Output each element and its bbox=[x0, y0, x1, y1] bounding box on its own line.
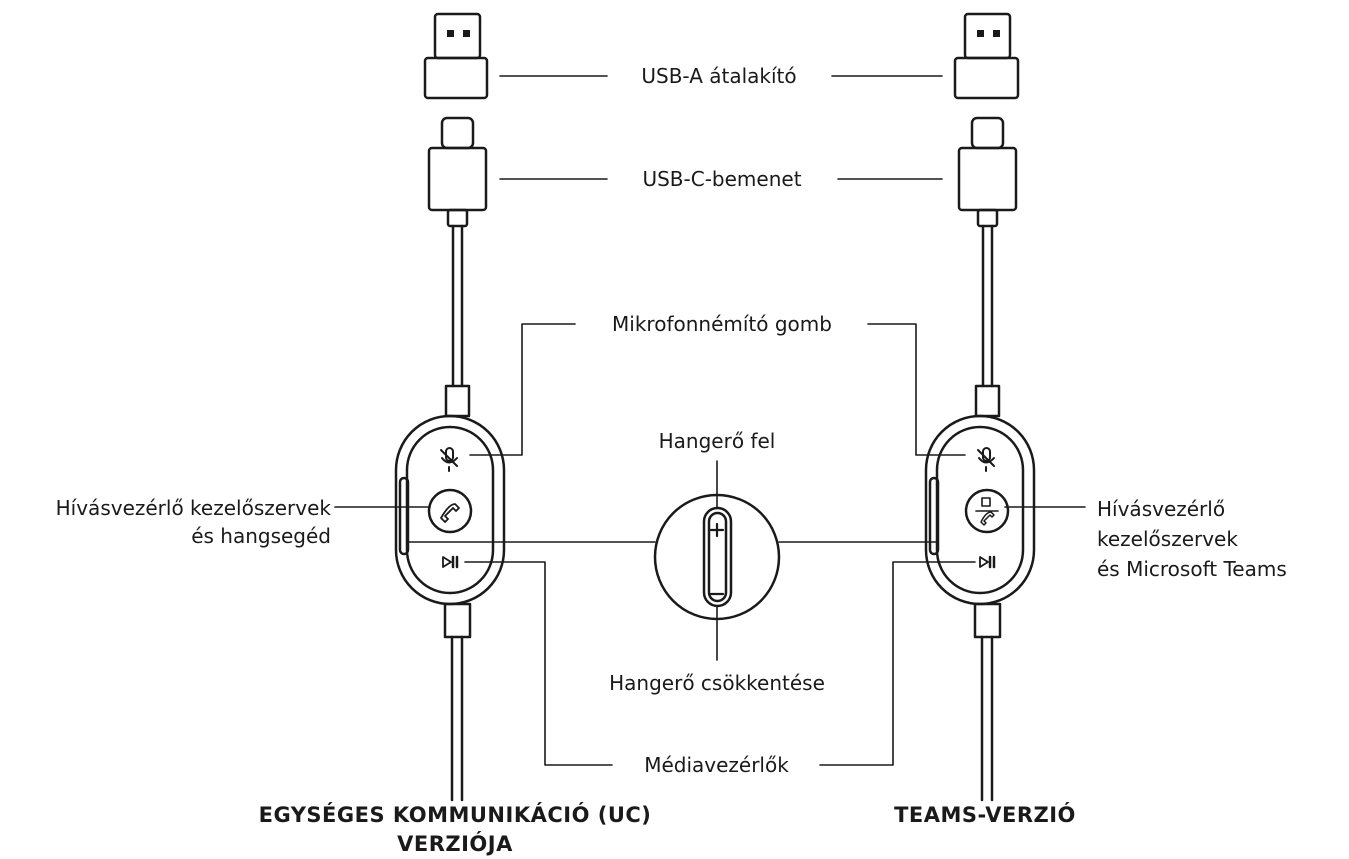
caption-teams-version: TEAMS-VERZIÓ bbox=[894, 803, 1076, 827]
label-volume-up: Hangerő fel bbox=[658, 429, 776, 453]
label-call-controls-uc: Hívásvezérlő kezelőszervek és hangsegéd bbox=[0, 494, 331, 550]
cable-right bbox=[974, 224, 1001, 802]
mic-mute-icon-left bbox=[440, 447, 458, 472]
caption-uc-version-line1: EGYSÉGES KOMMUNIKÁCIÓ (UC) bbox=[258, 803, 652, 827]
leader-lines bbox=[334, 75, 1086, 766]
usb-a-plug-icon-left bbox=[423, 12, 489, 100]
label-call-controls-teams-line1: Hívásvezérlő bbox=[1097, 497, 1226, 521]
label-volume-down: Hangerő csökkentése bbox=[609, 671, 825, 695]
label-call-controls-teams-line3: és Microsoft Teams bbox=[1097, 557, 1287, 581]
cable-left bbox=[444, 224, 471, 802]
play-pause-icon-left bbox=[442, 555, 459, 569]
volume-rocker-detail bbox=[653, 493, 781, 621]
teams-logo-icon bbox=[981, 497, 991, 507]
label-call-controls-teams-line2: kezelőszervek bbox=[1097, 527, 1238, 551]
phone-button-left bbox=[427, 488, 473, 534]
mic-mute-icon-right bbox=[977, 447, 995, 472]
caption-uc-version-line2: VERZIÓJA bbox=[397, 832, 513, 856]
label-media-controls: Médiavezérlők bbox=[644, 753, 789, 777]
usb-c-plug-icon-right bbox=[957, 116, 1018, 228]
caption-uc-version: EGYSÉGES KOMMUNIKÁCIÓ (UC) VERZIÓJA bbox=[225, 801, 685, 859]
label-call-controls-teams: Hívásvezérlő kezelőszervek és Microsoft … bbox=[1097, 494, 1347, 584]
play-pause-icon-right bbox=[979, 555, 996, 569]
inline-remote-uc bbox=[394, 414, 506, 639]
usb-c-plug-icon-left bbox=[427, 116, 488, 228]
inline-remote-teams bbox=[924, 414, 1036, 639]
label-call-controls-uc-line1: Hívásvezérlő kezelőszervek bbox=[55, 496, 331, 520]
label-call-controls-uc-line2: és hangsegéd bbox=[191, 524, 331, 548]
label-usb-c-input: USB-C-bemenet bbox=[642, 167, 802, 191]
phone-icon-left bbox=[440, 503, 460, 523]
volume-plus-icon bbox=[709, 522, 725, 538]
phone-icon-right bbox=[980, 511, 995, 526]
teams-button-right bbox=[964, 488, 1010, 534]
label-usb-a-adapter: USB-A átalakító bbox=[641, 64, 797, 88]
label-mic-mute-button: Mikrofonnémító gomb bbox=[612, 312, 832, 336]
usb-a-plug-icon-right bbox=[953, 12, 1020, 100]
